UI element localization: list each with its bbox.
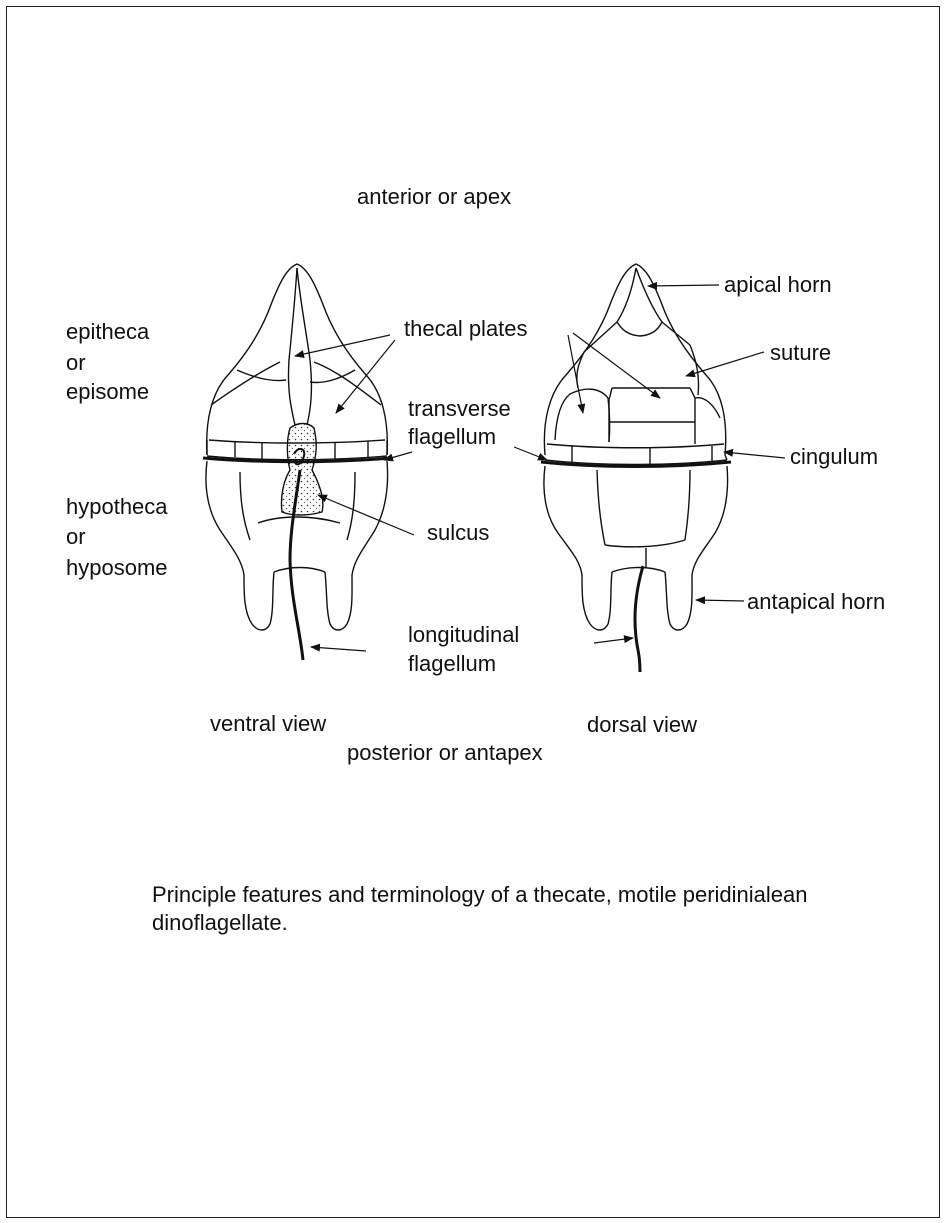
- sulcus-label: sulcus: [427, 520, 489, 546]
- hypotheca-or-label: or: [66, 524, 86, 550]
- dorsal-view-label: dorsal view: [587, 712, 697, 738]
- transverse-label: transverse: [408, 396, 511, 422]
- hyposome-label: hyposome: [66, 555, 168, 581]
- dorsal-cell: [541, 264, 731, 672]
- ventral-cell: [203, 264, 391, 660]
- longitudinal-label: longitudinal: [408, 622, 519, 648]
- antapical-horn-label: antapical horn: [747, 589, 885, 615]
- cingulum-label: cingulum: [790, 444, 878, 470]
- ventral-view-label: ventral view: [210, 711, 326, 737]
- transverse-flagellum-label: flagellum: [408, 424, 496, 450]
- epitheca-label: epitheca: [66, 319, 149, 345]
- leader-arrows: [295, 285, 785, 651]
- suture-label: suture: [770, 340, 831, 366]
- figure-caption: Principle features and terminology of a …: [152, 881, 832, 937]
- episome-label: episome: [66, 379, 149, 405]
- thecal-plates-label: thecal plates: [404, 316, 528, 342]
- apical-horn-label: apical horn: [724, 272, 832, 298]
- posterior-label: posterior or antapex: [347, 740, 543, 766]
- anterior-label: anterior or apex: [357, 184, 511, 210]
- epitheca-or-label: or: [66, 350, 86, 376]
- longitudinal-flagellum-label: flagellum: [408, 651, 496, 677]
- hypotheca-label: hypotheca: [66, 494, 168, 520]
